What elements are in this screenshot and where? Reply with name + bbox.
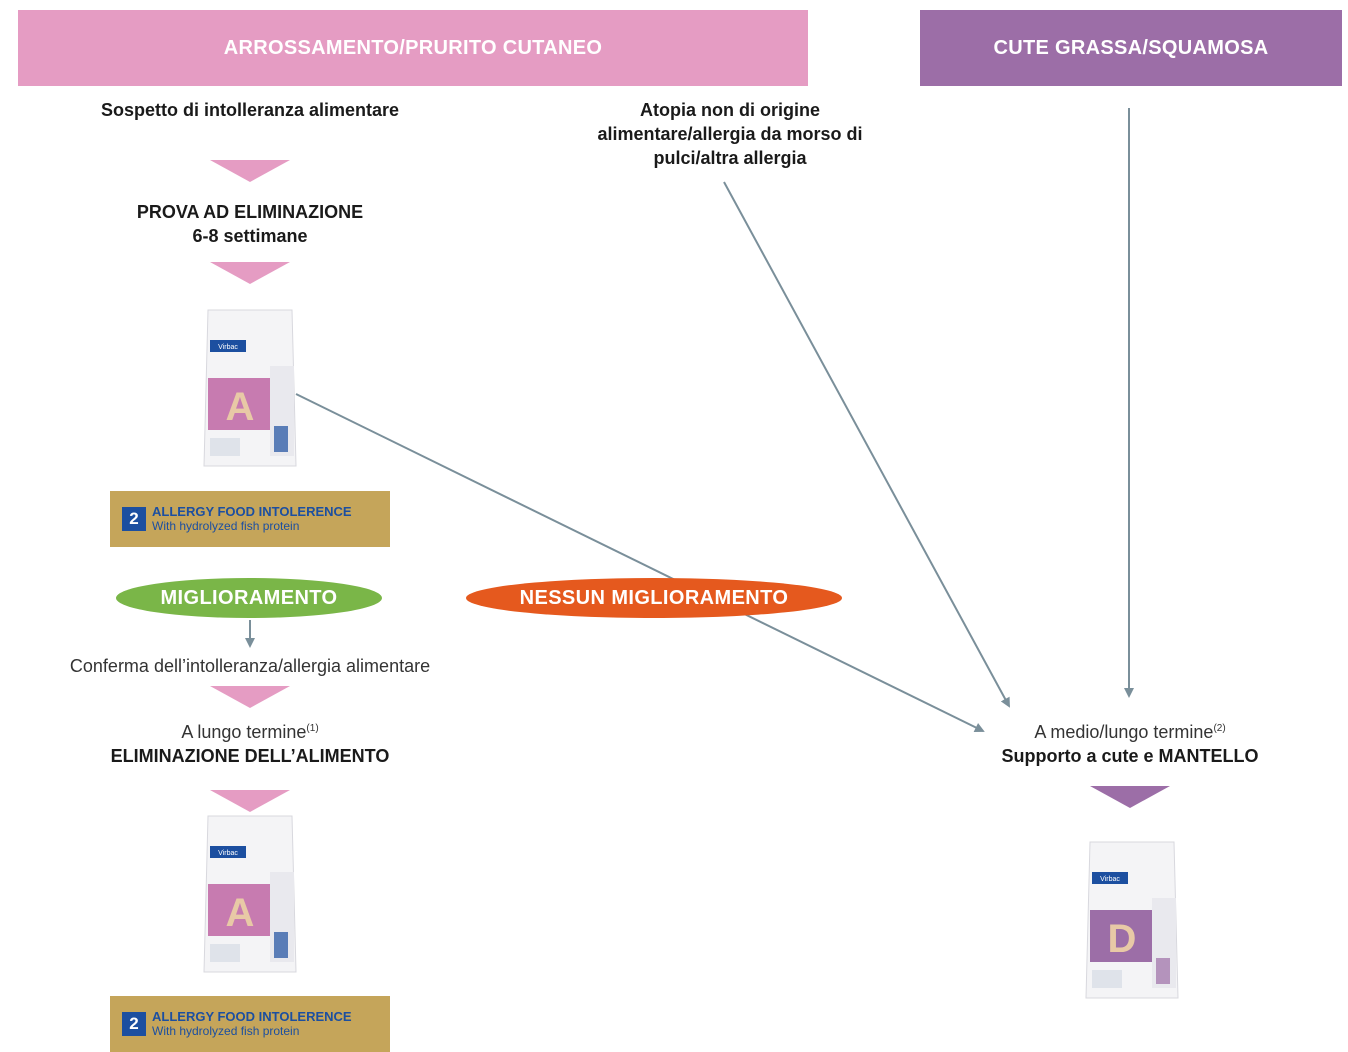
badge-number: 2 xyxy=(122,1012,146,1036)
long-term-label-text: A lungo termine xyxy=(181,722,307,742)
medium-term-block: A medio/lungo termine(2) Supporto a cute… xyxy=(960,720,1300,768)
badge-product-name: ALLERGY FOOD INTOLERENCE xyxy=(152,504,352,519)
footnote-1: (1) xyxy=(306,723,319,734)
arrow-atopy xyxy=(723,181,1010,708)
arrow-no-improvement xyxy=(295,393,985,732)
long-term-label: A lungo termine(1) xyxy=(50,720,450,744)
confirmation-text: Conferma dell’intolleranza/allergia alim… xyxy=(69,656,431,676)
pink-down-triangle-1 xyxy=(210,160,290,182)
footnote-2: (2) xyxy=(1213,723,1226,734)
pink-down-triangle-2 xyxy=(210,262,290,284)
product-bag-a: Virbac A xyxy=(203,309,297,467)
product-badge-bottom: 2 ALLERGY FOOD INTOLERENCE With hydrolyz… xyxy=(110,996,390,1052)
pink-down-triangle-3 xyxy=(210,686,290,708)
long-term-block: A lungo termine(1) ELIMINAZIONE DELL’ALI… xyxy=(50,720,450,768)
badge-product-name: ALLERGY FOOD INTOLERENCE xyxy=(152,1009,352,1024)
product-bag-d: Virbac D xyxy=(1085,841,1179,999)
header-oily-skin: CUTE GRASSA/SQUAMOSA xyxy=(920,10,1342,86)
header-right-label: CUTE GRASSA/SQUAMOSA xyxy=(993,36,1269,59)
bag-letter: D xyxy=(1108,917,1137,961)
badge-number: 2 xyxy=(122,507,146,531)
pink-down-triangle-4 xyxy=(210,790,290,812)
atopy-text: Atopia non di origine alimentare/allergi… xyxy=(597,100,863,168)
bag-letter: A xyxy=(226,385,255,429)
improvement-pill: MIGLIORAMENTO xyxy=(116,578,382,618)
bag-letter: A xyxy=(226,891,255,935)
food-elimination: ELIMINAZIONE DELL’ALIMENTO xyxy=(110,746,390,766)
brand-logo-text: Virbac xyxy=(218,344,238,351)
header-left-label: ARROSSAMENTO/PRURITO CUTANEO xyxy=(223,36,603,59)
medium-term-label-text: A medio/lungo termine xyxy=(1034,722,1214,742)
purple-down-triangle xyxy=(1090,786,1170,808)
elimination-trial-duration: 6-8 settimane xyxy=(192,226,308,246)
product-badge-top: 2 ALLERGY FOOD INTOLERENCE With hydrolyz… xyxy=(110,491,390,547)
elimination-trial-title: PROVA AD ELIMINAZIONE xyxy=(136,202,364,222)
product-bag-a-bottom: Virbac A xyxy=(203,815,297,973)
skin-coat-support: Supporto a cute e MANTELLO xyxy=(1001,746,1259,766)
medium-term-label: A medio/lungo termine(2) xyxy=(960,720,1300,744)
badge-product-subtitle: With hydrolyzed fish protein xyxy=(152,1024,300,1038)
brand-logo-text: Virbac xyxy=(218,850,238,857)
header-redness-itching: ARROSSAMENTO/PRURITO CUTANEO xyxy=(18,10,808,86)
suspect-food-intolerance: Sospetto di intolleranza alimentare xyxy=(100,100,400,120)
brand-logo-text: Virbac xyxy=(1100,876,1120,883)
no-improvement-pill: NESSUN MIGLIORAMENTO xyxy=(466,578,842,618)
elimination-trial: PROVA AD ELIMINAZIONE 6-8 settimane xyxy=(60,200,440,248)
badge-product-subtitle: With hydrolyzed fish protein xyxy=(152,519,300,533)
